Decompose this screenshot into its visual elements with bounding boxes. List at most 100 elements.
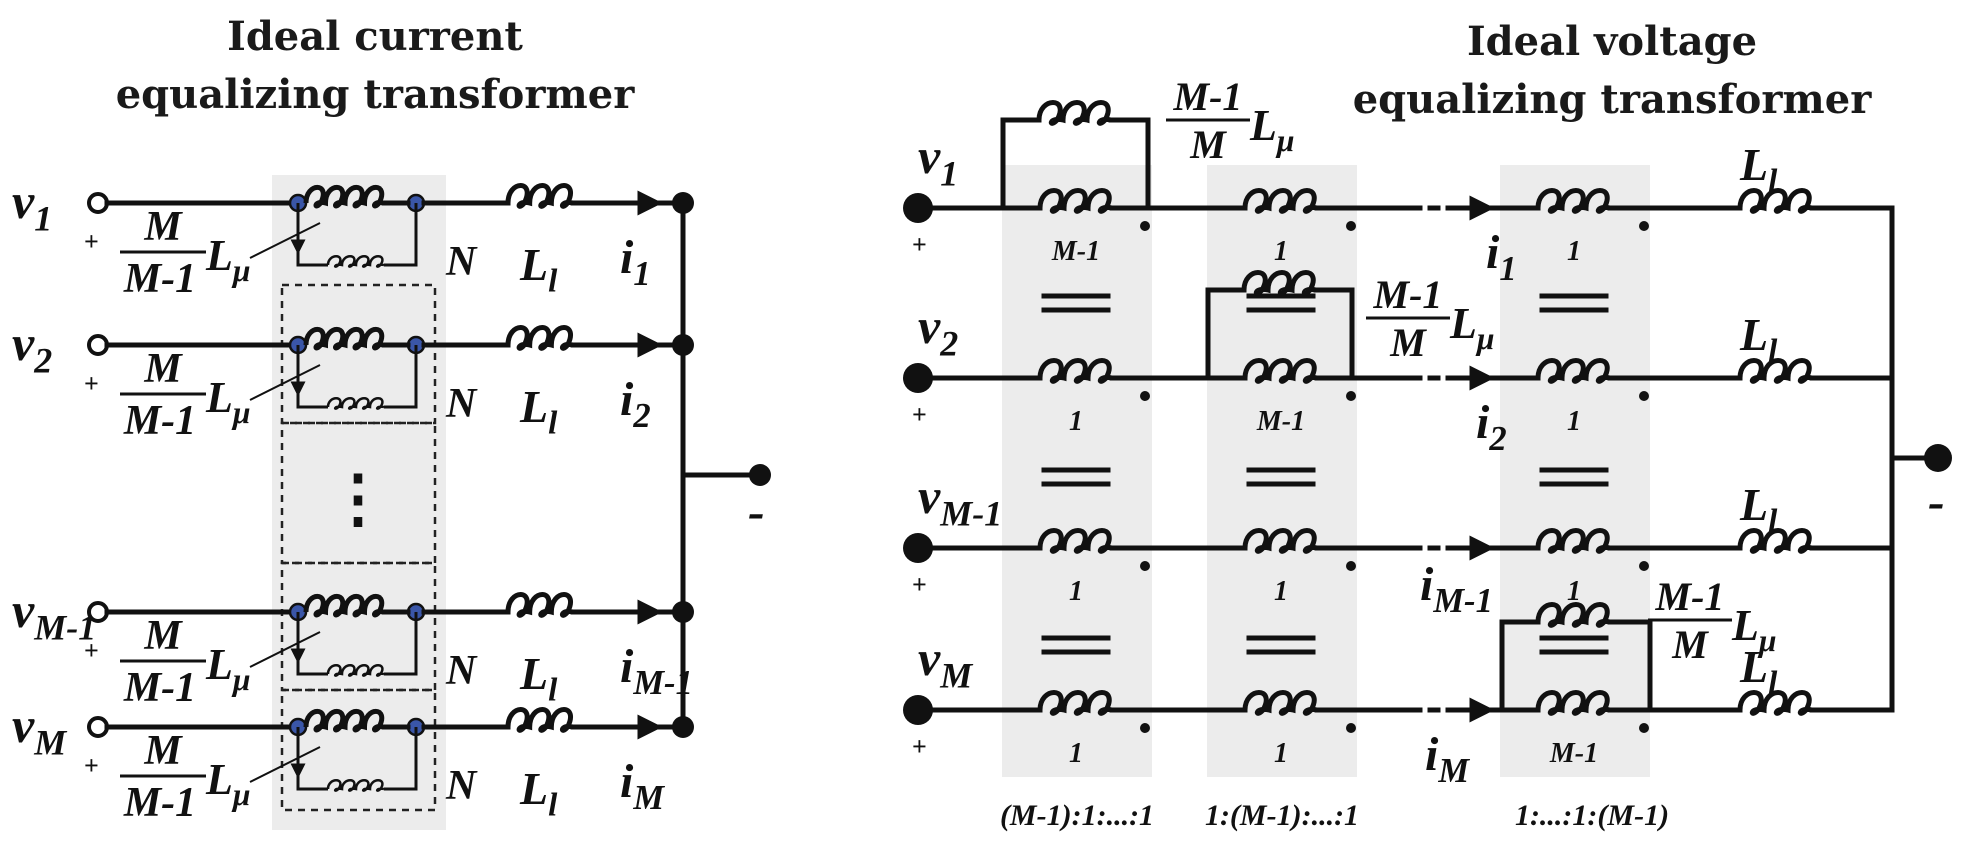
right-turns-label-3-3: 1 bbox=[1567, 576, 1581, 607]
plus-sign-4: + bbox=[84, 751, 99, 780]
right-leakage-label-2-main: L bbox=[1739, 309, 1768, 360]
right-mag-l-2-main: L bbox=[1449, 299, 1477, 348]
right-mag-branch-3: M-1M Lμ bbox=[1499, 574, 1777, 713]
right-turns-label-3-1: 1 bbox=[1069, 576, 1083, 607]
transformer-cell-box-2 bbox=[280, 283, 437, 425]
plus-sign-3: + bbox=[84, 636, 99, 665]
right-leakage-coil-4 bbox=[1737, 689, 1813, 716]
right-leakage-label-2: Ll bbox=[1739, 309, 1778, 370]
current-label-2-sub: 2 bbox=[632, 397, 650, 435]
right-plus-sign-2: + bbox=[912, 400, 927, 429]
source-voltage-label-4: vM bbox=[12, 697, 68, 763]
right-mag-l-1-main: L bbox=[1249, 101, 1277, 150]
right-mag-wire-left-3 bbox=[1499, 619, 1541, 713]
mag-inductance-label-2-main: L bbox=[205, 373, 233, 422]
mag-pointer-line-4 bbox=[249, 746, 321, 783]
mag-inductance-label-3-sub: μ bbox=[231, 662, 251, 697]
source-terminal-2 bbox=[87, 334, 109, 356]
right-source-label-3-sub: M-1 bbox=[939, 494, 1002, 534]
transformer-cell-box-m-1 bbox=[280, 561, 437, 692]
right-current-label-3: iM-1 bbox=[1420, 558, 1493, 620]
right-leakage-coil-2 bbox=[1737, 357, 1813, 384]
mag-fraction-den-1: M-1 bbox=[123, 256, 196, 302]
current-label-3-sub: M-1 bbox=[632, 664, 693, 702]
right-current-label-2-main: i bbox=[1476, 396, 1490, 449]
right-title-line2: equalizing transformer bbox=[1353, 76, 1873, 123]
source-voltage-label-4-sub: M bbox=[33, 723, 68, 763]
leakage-label-1: Ll bbox=[519, 239, 558, 300]
left-output-terminal bbox=[749, 464, 771, 486]
leakage-label-2-sub: l bbox=[548, 405, 558, 442]
right-mag-coil-2 bbox=[1241, 269, 1317, 296]
mag-inductance-label-2-sub: μ bbox=[231, 395, 251, 430]
bus-node-3 bbox=[672, 601, 694, 623]
right-polarity-dot-2-1 bbox=[1140, 391, 1150, 401]
right-coil-2-1 bbox=[1037, 357, 1113, 384]
leakage-label-1-main: L bbox=[519, 239, 548, 290]
mag-inductance-label-2: Lμ bbox=[205, 373, 251, 430]
right-source-label-2: v2 bbox=[918, 298, 958, 364]
right-title-line1: Ideal voltage bbox=[1467, 18, 1757, 65]
leakage-label-3: Ll bbox=[519, 648, 558, 709]
right-mag-l-3-sub: μ bbox=[1757, 623, 1777, 658]
mag-pointer-line-1 bbox=[249, 222, 321, 259]
right-source-label-1-sub: 1 bbox=[940, 154, 958, 194]
transformer-cell-box-ellipsis bbox=[280, 421, 437, 565]
right-polarity-dot-4-2 bbox=[1346, 723, 1356, 733]
left-minus-sign: - bbox=[748, 483, 765, 539]
right-source-label-1-main: v bbox=[918, 128, 941, 184]
right-mag-wire-right-2 bbox=[1313, 287, 1355, 381]
leakage-label-1-sub: l bbox=[548, 263, 558, 300]
current-label-2: i2 bbox=[620, 373, 651, 435]
right-mag-l-3: Lμ bbox=[1731, 601, 1777, 658]
ratio-label-1: (M-1):1:...:1 bbox=[1000, 799, 1154, 832]
bus-node-4 bbox=[672, 716, 694, 738]
right-coil-4-2 bbox=[1242, 689, 1318, 716]
right-mag-wire-left-1 bbox=[1000, 117, 1042, 211]
right-current-label-1-sub: 1 bbox=[1499, 250, 1516, 288]
right-turns-label-4-3: M-1 bbox=[1549, 738, 1598, 769]
right-source-label-4: vM bbox=[918, 630, 974, 696]
current-label-1: i1 bbox=[620, 231, 651, 293]
leakage-coil-4 bbox=[505, 707, 574, 733]
right-mag-wire-left-2 bbox=[1205, 287, 1247, 381]
ratio-label-3: 1:...:1:(M-1) bbox=[1515, 799, 1669, 832]
right-leakage-label-1: Ll bbox=[1739, 139, 1778, 200]
right-source-label-2-sub: 2 bbox=[939, 324, 958, 364]
right-leakage-label-1-main: L bbox=[1739, 139, 1768, 190]
mag-fraction-den-3: M-1 bbox=[123, 665, 196, 711]
right-source-label-2-main: v bbox=[918, 298, 941, 354]
right-coil-4-3 bbox=[1535, 689, 1611, 716]
leakage-label-4-sub: l bbox=[548, 787, 558, 824]
right-coil-3-1 bbox=[1037, 527, 1113, 554]
right-polarity-dot-4-1 bbox=[1140, 723, 1150, 733]
right-mag-l-1: Lμ bbox=[1249, 101, 1295, 158]
right-current-label-2-sub: 2 bbox=[1488, 420, 1506, 458]
source-voltage-label-2: v2 bbox=[12, 315, 52, 381]
right-polarity-dot-4-3 bbox=[1639, 723, 1649, 733]
mag-inductor-4 bbox=[326, 778, 385, 792]
mag-branch-right-1 bbox=[384, 203, 418, 267]
turns-label-4: N bbox=[445, 763, 478, 809]
right-mag-num-2: M-1 bbox=[1373, 272, 1443, 317]
mag-inductance-label-4: Lμ bbox=[205, 755, 251, 812]
mag-fraction-num-2: M bbox=[143, 346, 183, 392]
right-mag-den-3: M bbox=[1671, 622, 1709, 667]
right-coil-1-2 bbox=[1242, 187, 1318, 214]
right-current-label-3-sub: M-1 bbox=[1432, 582, 1493, 620]
right-mag-num-1: M-1 bbox=[1173, 74, 1243, 119]
right-turns-label-1-3: 1 bbox=[1567, 236, 1581, 267]
bus-node-1 bbox=[672, 192, 694, 214]
right-coil-2-3 bbox=[1535, 357, 1611, 384]
mag-inductance-label-4-sub: μ bbox=[231, 777, 251, 812]
right-mag-coil-1 bbox=[1036, 99, 1112, 126]
right-coil-1-3 bbox=[1535, 187, 1611, 214]
source-voltage-label-1-main: v bbox=[12, 173, 35, 229]
right-mag-num-3: M-1 bbox=[1655, 574, 1725, 619]
mag-inductance-label-1-main: L bbox=[205, 231, 233, 280]
right-polarity-dot-3-2 bbox=[1346, 561, 1356, 571]
right-coil-3-2 bbox=[1242, 527, 1318, 554]
